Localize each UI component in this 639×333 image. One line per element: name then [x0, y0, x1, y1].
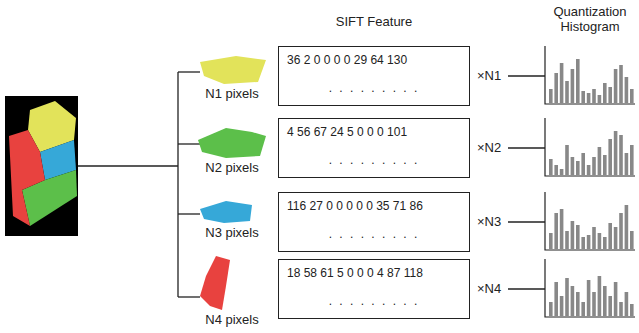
segment-shape — [200, 256, 230, 310]
feature-box: 116 27 0 0 0 0 0 35 71 86 . . . . . . . .… — [278, 192, 470, 252]
ellipsis: . . . . . . . . . — [287, 227, 461, 241]
segment-shape — [200, 56, 266, 84]
segment-shape — [192, 56, 272, 86]
ellipsis: . . . . . . . . . — [287, 81, 461, 95]
segment-shape — [198, 128, 266, 158]
pixel-count: N2 pixels — [192, 160, 272, 175]
segment-shape — [200, 201, 252, 223]
pixel-count: N1 pixels — [192, 86, 272, 101]
segment-region: N2 pixels — [192, 126, 272, 175]
histogram — [545, 192, 635, 250]
car-segmentation-image — [5, 96, 78, 236]
segment-region: N4 pixels — [192, 256, 272, 327]
segment-region: N1 pixels — [192, 56, 272, 101]
histograms — [545, 46, 635, 317]
feature-values: 116 27 0 0 0 0 0 35 71 86 — [287, 199, 461, 213]
segment-region: N3 pixels — [192, 199, 272, 240]
segment-shape — [192, 199, 272, 225]
feature-box: 36 2 0 0 0 0 29 64 130 . . . . . . . . . — [278, 46, 470, 106]
column-heading: SIFT Feature — [336, 14, 412, 29]
pixel-count: N4 pixels — [192, 312, 272, 327]
feature-values: 18 58 61 5 0 0 0 4 87 118 — [287, 266, 461, 280]
feature-box: 18 58 61 5 0 0 0 4 87 118 . . . . . . . .… — [278, 259, 470, 319]
pixel-count: N3 pixels — [192, 225, 272, 240]
column-heading: Quantization Histogram — [545, 4, 635, 34]
segment-shape — [192, 126, 272, 160]
count-multiplier: ×N2 — [477, 140, 501, 155]
count-multiplier: ×N4 — [477, 281, 501, 296]
count-multiplier: ×N3 — [477, 214, 501, 229]
feature-values: 4 56 67 24 5 0 0 0 101 — [287, 125, 461, 139]
histogram — [545, 259, 635, 317]
count-multiplier: ×N1 — [477, 68, 501, 83]
feature-values: 36 2 0 0 0 0 29 64 130 — [287, 53, 461, 67]
histogram — [545, 46, 635, 104]
segment-shape — [192, 256, 272, 312]
feature-box: 4 56 67 24 5 0 0 0 101 . . . . . . . . . — [278, 118, 470, 178]
ellipsis: . . . . . . . . . — [287, 294, 461, 308]
histogram — [545, 118, 635, 176]
ellipsis: . . . . . . . . . — [287, 153, 461, 167]
